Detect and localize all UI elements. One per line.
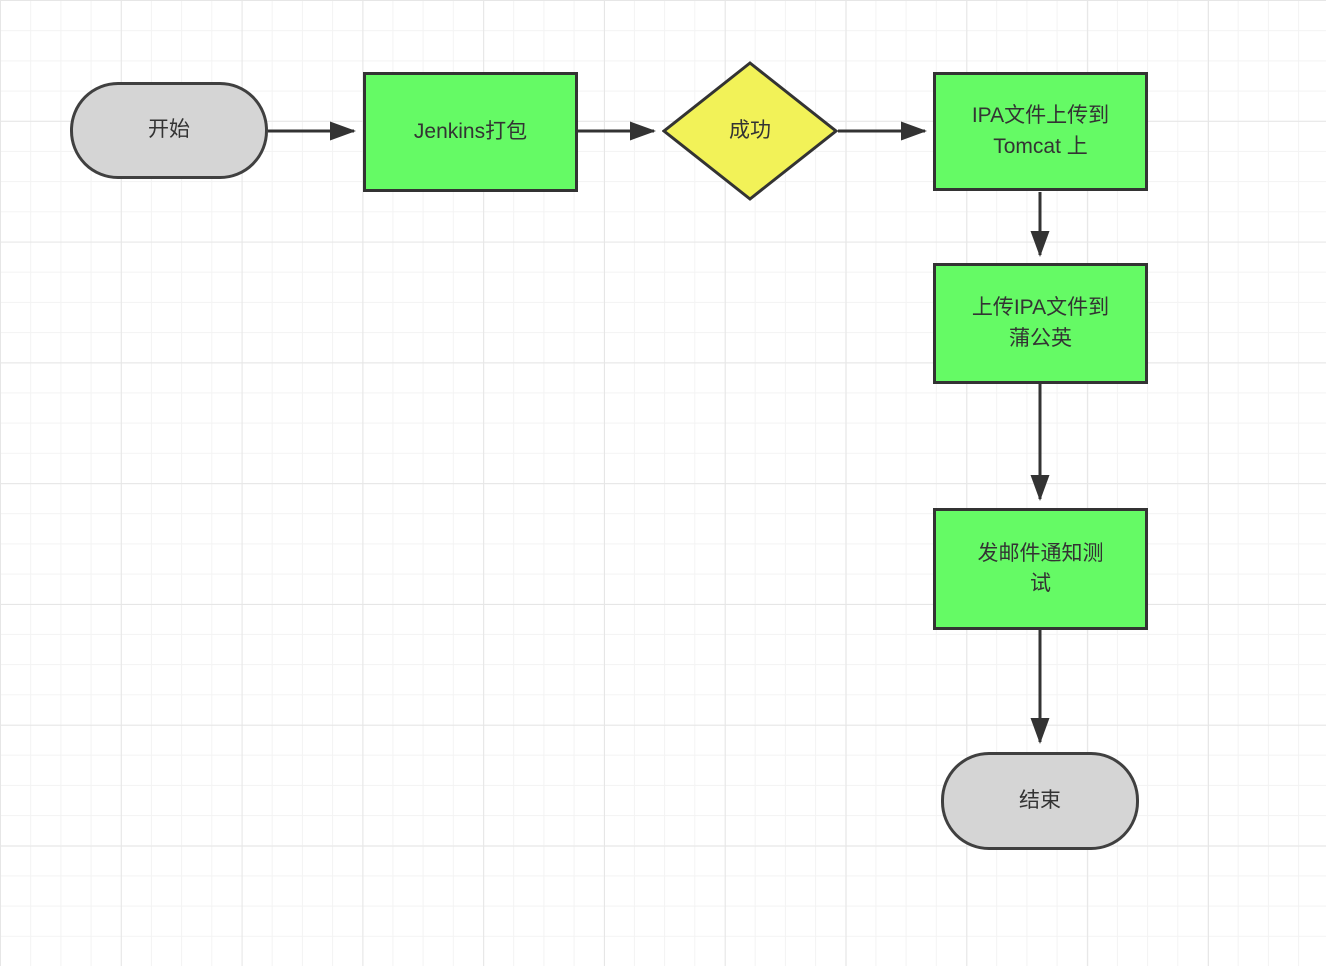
node-start-terminator[interactable]: 开始 <box>70 82 268 179</box>
node-label: 结束 <box>1019 788 1061 812</box>
node-upload-tomcat[interactable]: IPA文件上传到 Tomcat 上 <box>933 72 1148 191</box>
node-label: IPA文件上传到 Tomcat 上 <box>971 104 1110 158</box>
node-email-notify[interactable]: 发邮件通知测 试 <box>933 508 1148 630</box>
node-label: 成功 <box>729 118 771 142</box>
node-label: 开始 <box>148 118 190 142</box>
node-label: 发邮件通知测 试 <box>977 541 1104 595</box>
node-upload-pgy[interactable]: 上传IPA文件到 蒲公英 <box>933 263 1148 384</box>
node-jenkins-build[interactable]: Jenkins打包 <box>363 72 578 192</box>
node-end-terminator[interactable]: 结束 <box>941 752 1139 850</box>
node-label: 上传IPA文件到 蒲公英 <box>971 296 1110 350</box>
diamond-shape <box>662 61 838 201</box>
node-success-decision[interactable]: 成功 <box>662 61 838 201</box>
node-label: Jenkins打包 <box>413 119 528 143</box>
